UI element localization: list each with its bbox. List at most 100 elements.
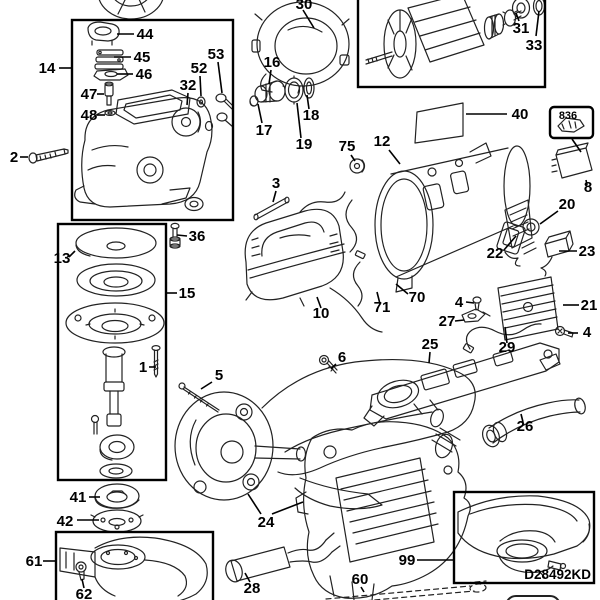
leader-836: [571, 138, 582, 153]
brush-cap-44-drawing: [87, 21, 120, 46]
leader-27: [454, 319, 465, 322]
gear-case-housing-drawing: [74, 89, 213, 212]
leader-60: [360, 586, 365, 593]
leader-52: [199, 75, 202, 97]
leader-18: [306, 94, 310, 110]
screw-4-lower-drawing: [554, 325, 574, 338]
callout-99: 99: [399, 552, 416, 569]
callout-32: 32: [180, 77, 197, 94]
callout-46: 46: [136, 66, 153, 83]
spindle-bearing-drawing: [99, 434, 135, 479]
callout-29: 29: [499, 339, 516, 356]
spindle-shaft-drawing: [102, 346, 126, 427]
callout-13: 13: [54, 250, 71, 267]
bolt-2-drawing: [28, 148, 69, 164]
housing-24-upper-drawing: [174, 358, 476, 510]
callout-24: 24: [258, 514, 275, 531]
field-coil-10-drawing: [244, 191, 383, 333]
callout-45: 45: [134, 49, 151, 66]
callout-31: 31: [513, 20, 530, 37]
leader-12: [388, 149, 401, 165]
callout-17: 17: [256, 122, 273, 139]
callout-41: 41: [70, 489, 87, 506]
valve-47-drawing: [104, 81, 114, 106]
callout-33: 33: [526, 37, 543, 54]
callout-42: 42: [57, 513, 74, 530]
callout-75: 75: [339, 138, 356, 155]
leader-22: [503, 235, 517, 251]
box-armature-group: [356, 0, 547, 89]
leader-25: [428, 351, 431, 364]
screw-1-drawing: [151, 345, 161, 378]
leader-6: [330, 363, 337, 370]
callout-52: 52: [191, 60, 208, 77]
leader-4-upper: [465, 301, 475, 304]
washer-48-drawing: [104, 109, 116, 116]
leader-53: [217, 61, 223, 94]
roller-32-drawing: [171, 107, 202, 137]
housing-24-lower-drawing: [295, 421, 471, 600]
callout-labels: 30 44 45 46 14 47 48 53 52 32 2 16 17 18…: [10, 0, 598, 600]
leader-24a: [247, 493, 262, 515]
guard-kit-99-drawing: [457, 495, 591, 579]
callout-48: 48: [81, 107, 98, 124]
callout-4-upper: 4: [455, 294, 464, 311]
badge-836-label: 836: [559, 110, 577, 122]
callout-27: 27: [439, 313, 456, 330]
leader-17: [257, 103, 263, 124]
armature-drawing: [365, 0, 522, 79]
lock-lever-27-drawing: [461, 308, 491, 323]
motor-housing-12-drawing: [345, 142, 533, 307]
part-drawings: [28, 0, 593, 600]
box-guard-kit-99: [452, 490, 596, 585]
bottom-clipped-box: [506, 595, 560, 600]
leader-33: [535, 10, 540, 37]
callout-19: 19: [296, 136, 313, 153]
callout-12: 12: [374, 133, 391, 150]
callout-44: 44: [137, 26, 154, 43]
nut-17-drawing: [249, 95, 259, 107]
leader-62: [81, 578, 85, 589]
callout-14: 14: [39, 60, 56, 77]
leader-29: [504, 326, 508, 344]
clutch-ring-19-drawing: [282, 75, 306, 105]
box-gear-case-group: [70, 18, 235, 222]
screw-inside-15-drawing: [90, 414, 100, 435]
guard-61-drawing: [59, 536, 208, 600]
callout-36: 36: [189, 228, 206, 245]
callout-21: 21: [581, 297, 598, 314]
nameplate-40-drawing: [414, 102, 464, 144]
model-code-label: D28492KD: [524, 567, 591, 582]
badge-836-frame: [548, 105, 595, 140]
leader-16: [268, 69, 272, 85]
ring-18-drawing: [303, 77, 315, 99]
callout-10: 10: [313, 305, 330, 322]
callout-25: 25: [422, 336, 439, 353]
callout-16: 16: [264, 54, 281, 71]
side-handle-26-drawing: [481, 397, 586, 448]
callout-20: 20: [559, 196, 576, 213]
leader-3: [272, 190, 277, 203]
callout-23: 23: [579, 243, 596, 260]
leader-lines: [20, 9, 588, 593]
leader-5: [200, 381, 213, 390]
box-spindle-group: [56, 222, 168, 482]
brush-cap-20-drawing: [522, 218, 540, 236]
leader-28: [244, 572, 251, 583]
callout-62: 62: [76, 586, 93, 600]
bearing-plate-drawing: [65, 302, 165, 344]
callout-30: 30: [296, 0, 313, 13]
brush-holder-22-drawing: [496, 221, 537, 267]
leader-75: [350, 154, 356, 162]
screws-53-drawing: [204, 93, 234, 132]
kit-part-836-drawing: [557, 117, 585, 133]
leader-19: [296, 102, 302, 139]
callout-4-lower: 4: [583, 324, 592, 341]
callout-60: 60: [352, 571, 369, 588]
leader-70: [395, 283, 409, 295]
box-guard-group: [54, 530, 215, 600]
leader-10: [316, 296, 322, 309]
callout-71: 71: [374, 299, 391, 316]
